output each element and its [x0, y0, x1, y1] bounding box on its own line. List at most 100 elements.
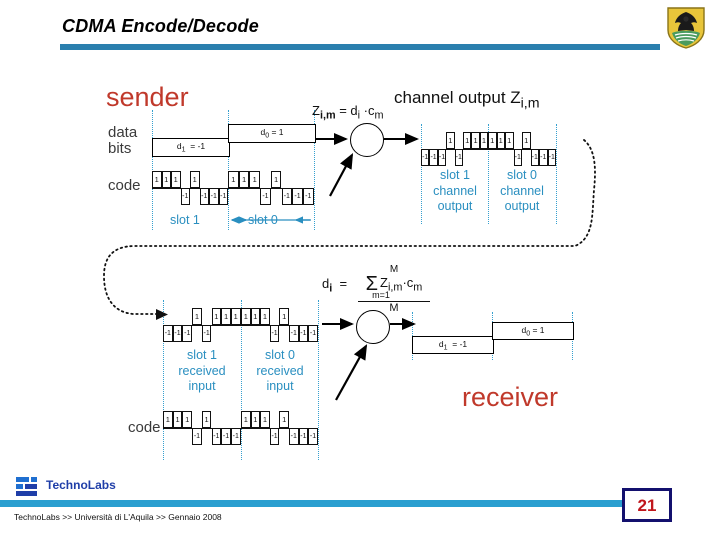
sender-code-chip: -1 [260, 188, 271, 205]
sender-code-chip: 1 [228, 171, 239, 188]
recv-slot0-chip: -1 [308, 325, 318, 342]
slot-divider-channel-right [556, 124, 557, 224]
sender-code-chip: -1 [218, 188, 228, 205]
sender-code-chip: 1 [171, 171, 181, 188]
recv-code-chip: -1 [230, 428, 241, 445]
channel-slot0-chip: 1 [496, 132, 505, 149]
channel-slot1-chip: 1 [479, 132, 489, 149]
sender-data-bit-d0: d0 = 1 [228, 124, 316, 143]
recv-slot0-chip: -1 [298, 325, 309, 342]
recv-slot1-chip: -1 [172, 325, 183, 342]
recv-code-chip: -1 [298, 428, 309, 445]
sender-code-chip: -1 [292, 188, 303, 205]
sender-data-bit-d1: d1 = -1 [152, 138, 230, 157]
sender-code-chip: -1 [302, 188, 314, 205]
recv-code-chip: -1 [221, 428, 231, 445]
channel-slot1-chip: 1 [463, 132, 472, 149]
recv-slot1-line3: input [188, 379, 216, 394]
decoder-summer [356, 310, 390, 344]
recv-code-chip: -1 [192, 428, 202, 445]
sender-code-chip: 1 [238, 171, 250, 188]
technolabs-logo-icon [16, 477, 37, 496]
recv-code-chip: 1 [163, 411, 173, 428]
channel-slot0-chip: -1 [530, 149, 539, 166]
slot-divider-recv-left [163, 300, 164, 460]
recv-slot1-caption: slot 1 received input [170, 348, 234, 395]
sender-data-bit-d0-text: d0 = 1 [260, 127, 284, 140]
recv-code-chip: -1 [289, 428, 299, 445]
decode-formula-fraction: M Σ Zi,m·cm m=1 M [358, 265, 430, 314]
sender-code-chip: -1 [180, 188, 190, 205]
sender-code-chip: 1 [152, 171, 162, 188]
footer-divider [0, 500, 660, 507]
university-crest-icon [667, 7, 705, 49]
channel-slot0-chip: 1 [505, 132, 514, 149]
recv-slot1-chip: 1 [221, 308, 231, 325]
channel-slot1-line2: channel [433, 183, 477, 198]
channel-slot0-chip: -1 [513, 149, 522, 166]
slot-divider-recv-right [318, 300, 319, 460]
recv-slot1-line1: slot 1 [187, 348, 217, 362]
recv-slot0-axis [241, 325, 318, 327]
receiver-data-bit-d1-text: d1 = -1 [438, 338, 468, 352]
recv-slot0-chip: 1 [250, 308, 261, 325]
code-label-sender: code [108, 177, 141, 194]
decode-formula: di = [322, 276, 348, 295]
channel-slot1-caption: slot 1 channel output [423, 168, 487, 215]
recv-code-chip: -1 [269, 428, 280, 445]
recv-code-chip: 1 [279, 411, 289, 428]
recv-code-chip: 1 [182, 411, 193, 428]
sender-code-chip: -1 [281, 188, 293, 205]
channel-slot0-chip: -1 [539, 149, 548, 166]
sender-code-chip: 1 [190, 171, 200, 188]
receiver-data-bit-d1: d1 = -1 [412, 336, 494, 354]
title-divider [60, 44, 660, 50]
recv-code-axis [163, 428, 241, 430]
channel-slot1-line1: slot 1 [440, 168, 470, 182]
data-bits-label-line1: data [108, 124, 138, 141]
recv-code-chip: -1 [211, 428, 222, 445]
recv-code-chip: -1 [308, 428, 318, 445]
sender-slot1-label: slot 1 [170, 213, 200, 227]
recv-slot0-chip: -1 [269, 325, 280, 342]
channel-slot1-line3: output [437, 199, 473, 214]
sender-code-chip: -1 [209, 188, 219, 205]
recv-code-chip: 1 [172, 411, 183, 428]
encode-formula: Zi,m = di ·cm [312, 103, 384, 122]
technolabs-wordmark: TechnoLabs [46, 478, 116, 492]
recv-slot0-line2: received [256, 363, 304, 378]
channel-slot0-line2: channel [500, 183, 544, 198]
receiver-data-bit-d0: d0 = 1 [492, 322, 574, 340]
sender-code-chip: 1 [161, 171, 171, 188]
encoder-multiplier [350, 123, 384, 157]
sender-label: sender [106, 82, 189, 112]
sender-data-bit-d1-text: d1 = -1 [176, 141, 206, 154]
data-bits-label-line2: bits [108, 140, 132, 157]
recv-slot1-chip: 1 [211, 308, 222, 325]
recv-slot1-line2: received [178, 363, 226, 378]
channel-slot0-line3: output [504, 199, 540, 214]
channel-slot1-chip: -1 [437, 149, 447, 166]
recv-slot1-chip: 1 [230, 308, 241, 325]
recv-slot1-chip: -1 [163, 325, 173, 342]
recv-slot0-chip: 1 [241, 308, 251, 325]
channel-slot1-chip: -1 [421, 149, 430, 166]
page-number-box: 21 [622, 488, 672, 522]
channel-output-title: channel output Zi,m [394, 88, 540, 112]
sender-slot0-label: slot 0 [248, 213, 278, 227]
page-number: 21 [637, 495, 657, 515]
sender-code-chip: -1 [199, 188, 209, 205]
receiver-data-bit-d0-text: d0 = 1 [521, 324, 545, 338]
recv-slot1-chip: -1 [201, 325, 212, 342]
recv-slot0-line1: slot 0 [265, 348, 295, 362]
recv-slot0-chip: 1 [279, 308, 289, 325]
recv-code-chip: 1 [241, 411, 251, 428]
recv-slot0-line3: input [266, 379, 294, 394]
channel-slot0-caption: slot 0 channel output [490, 168, 554, 215]
sender-code-chip: 1 [249, 171, 261, 188]
channel-slot0-chip: 1 [488, 132, 497, 149]
recv-code-axis [241, 428, 318, 430]
recv-slot1-chip: -1 [182, 325, 193, 342]
code-label-receiver: code [128, 419, 161, 436]
